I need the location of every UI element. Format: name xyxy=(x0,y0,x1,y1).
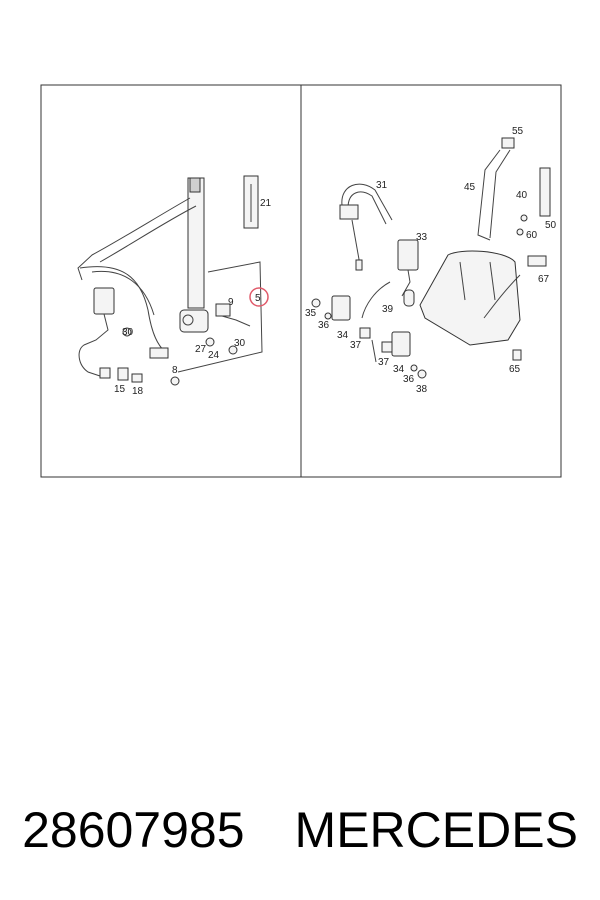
callout-label: 37 xyxy=(378,357,390,368)
callout-label: 27 xyxy=(195,344,207,355)
callout-label: 36 xyxy=(318,320,330,331)
callout-label: 67 xyxy=(538,274,550,285)
left-callouts: 21 9 5 30 27 24 30 8 15 18 xyxy=(114,198,272,397)
callout-label: 15 xyxy=(114,384,126,395)
callout-label: 33 xyxy=(416,232,428,243)
callout-highlight-5 xyxy=(249,287,269,307)
callout-label: 34 xyxy=(393,364,405,375)
brand-name: MERCEDES xyxy=(294,802,578,858)
callout-label: 9 xyxy=(228,297,234,308)
callout-label: 37 xyxy=(350,340,362,351)
callout-label: 38 xyxy=(416,384,428,395)
caption-bar: 28607985 MERCEDES xyxy=(0,790,600,870)
part-number: 28607985 xyxy=(22,802,245,858)
callout-label: 39 xyxy=(382,304,394,315)
callout-label: 36 xyxy=(403,374,415,385)
callout-label: 60 xyxy=(526,230,538,241)
callout-label: 65 xyxy=(509,364,521,375)
right-panel-rear-belt xyxy=(311,137,551,379)
callout-label: 31 xyxy=(376,180,388,191)
callout-label: 5 xyxy=(255,293,261,304)
callout-label: 45 xyxy=(464,182,476,193)
callout-label: 18 xyxy=(132,386,144,397)
callout-label: 30 xyxy=(122,327,134,338)
callout-label: 50 xyxy=(545,220,557,231)
callout-label: 34 xyxy=(337,330,349,341)
callout-label: 55 xyxy=(512,126,524,137)
callout-label: 35 xyxy=(305,308,317,319)
left-panel-front-belt xyxy=(77,175,263,386)
callout-label: 30 xyxy=(234,338,246,349)
callout-label: 40 xyxy=(516,190,528,201)
right-callouts: 55 31 45 40 50 60 33 67 35 36 39 34 37 3… xyxy=(305,126,557,395)
callout-label: 8 xyxy=(172,365,178,376)
callout-label: 24 xyxy=(208,350,220,361)
callout-label: 21 xyxy=(260,198,272,209)
